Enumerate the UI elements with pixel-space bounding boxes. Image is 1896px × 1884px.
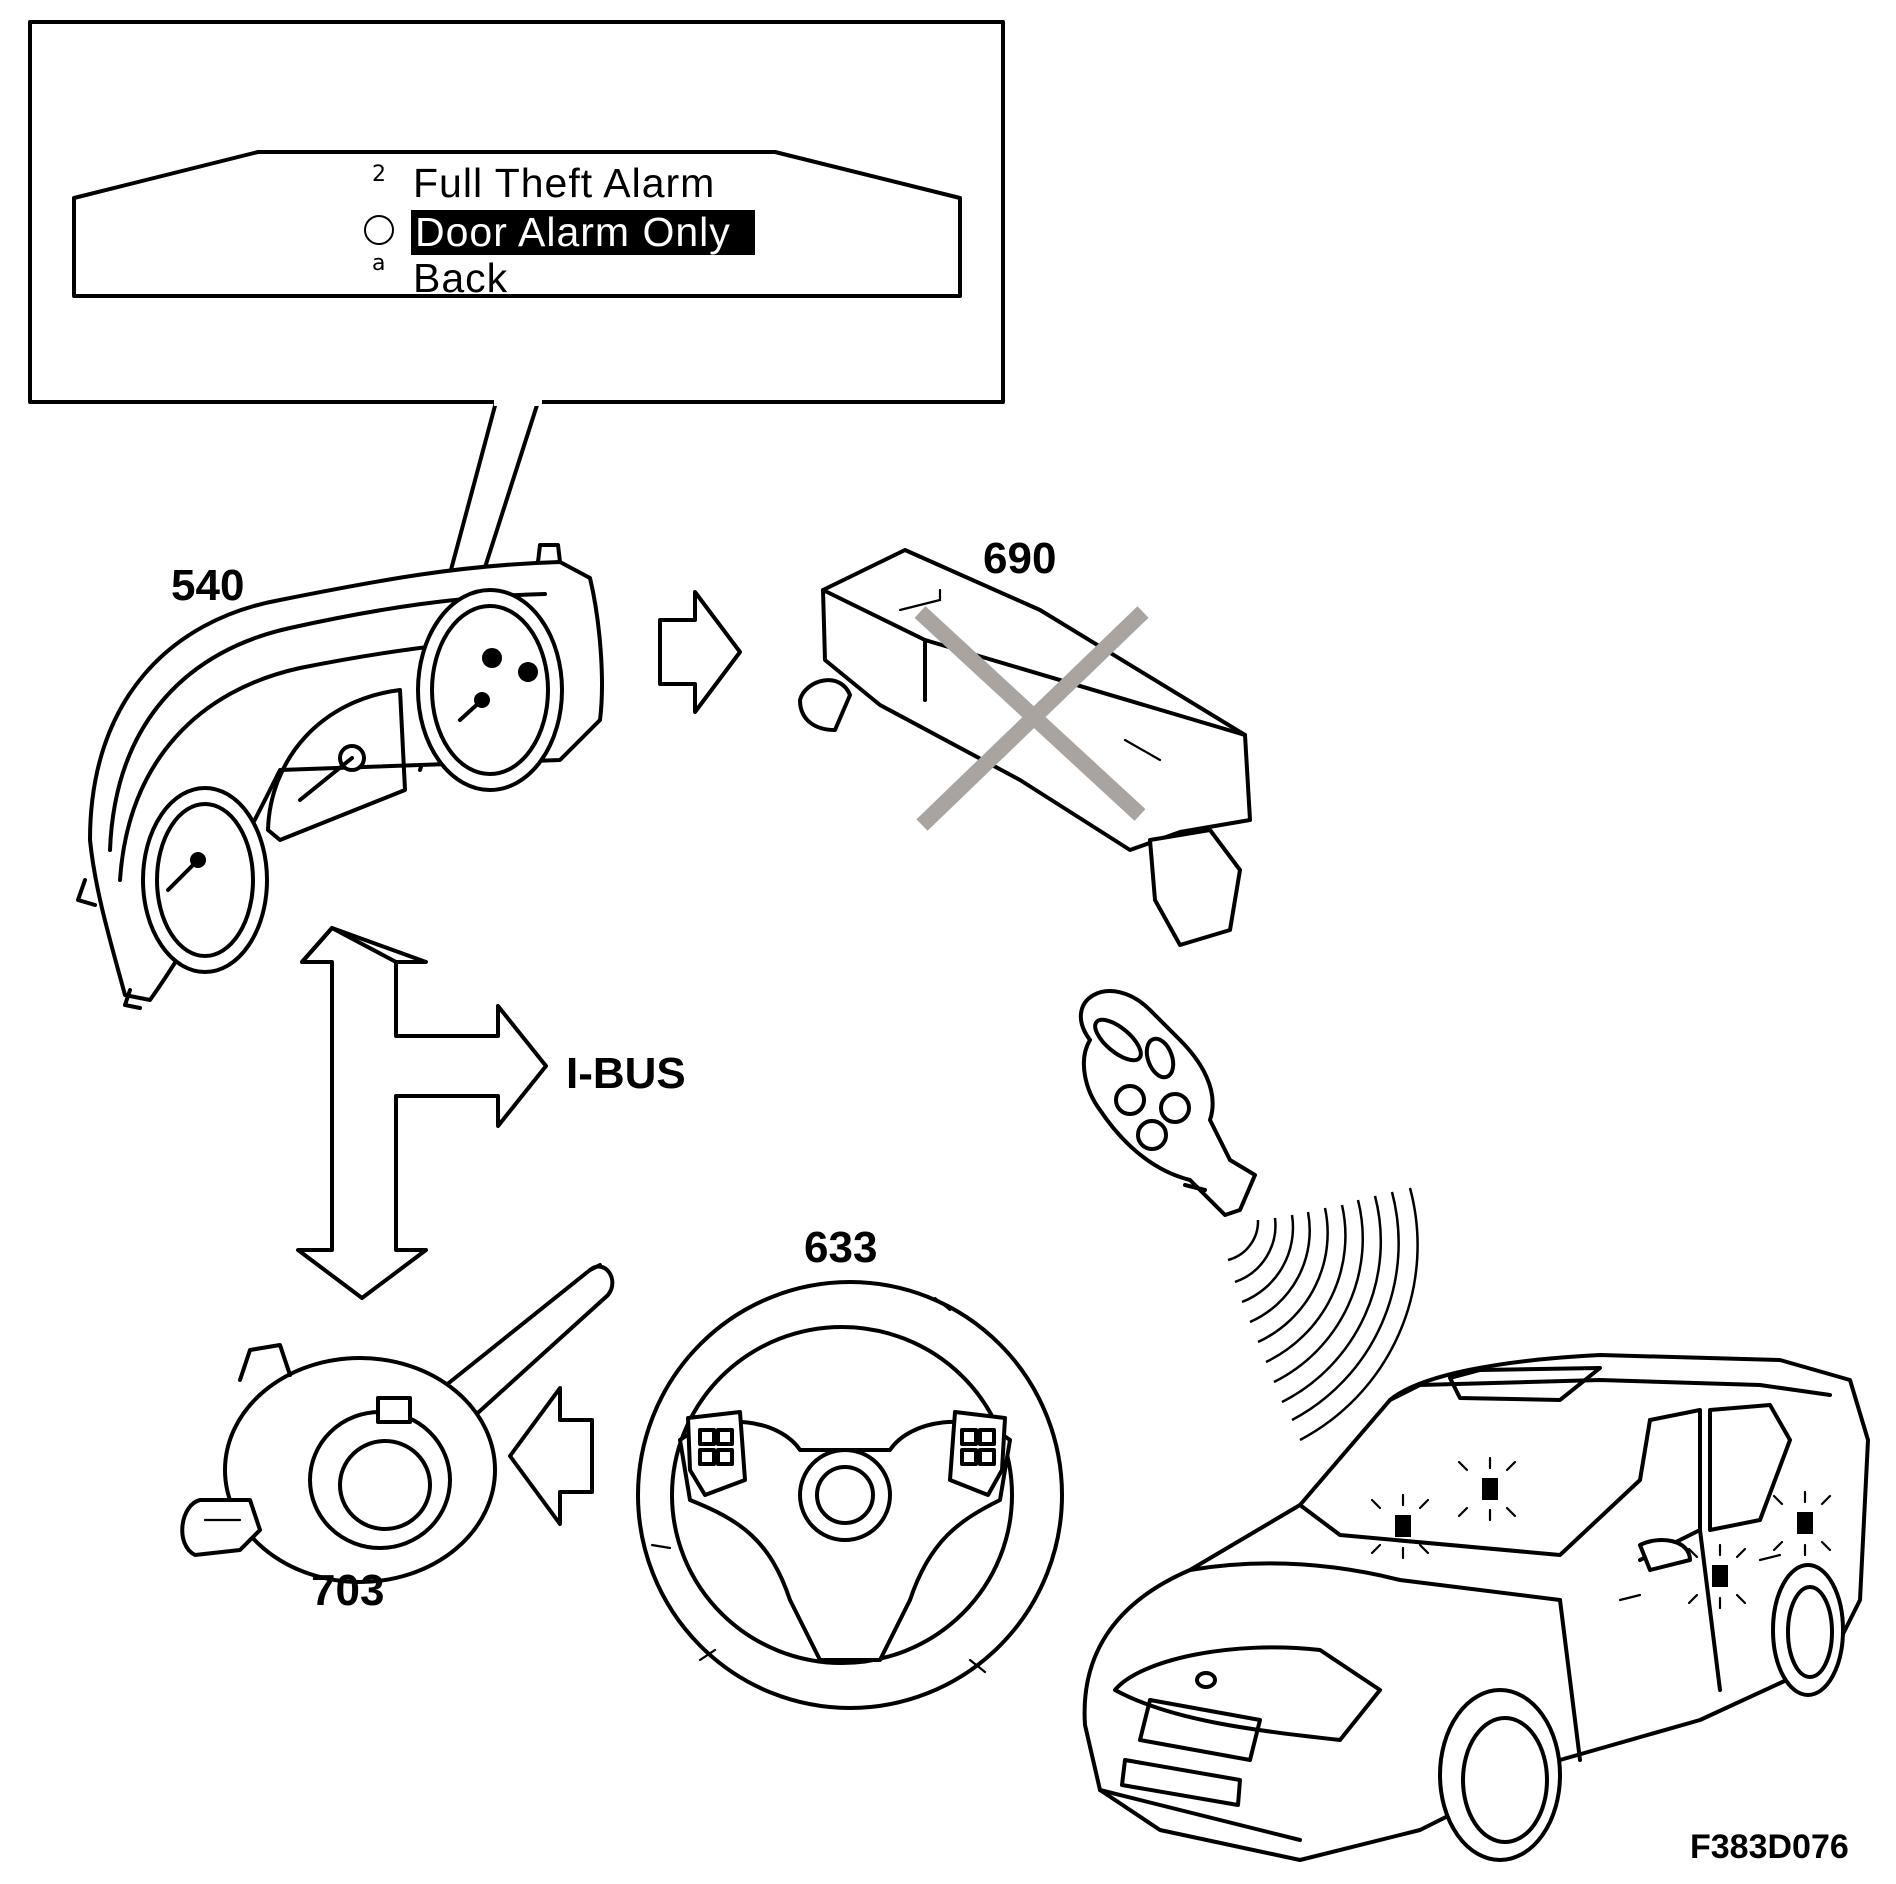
figure-id: F383D076	[1690, 1828, 1849, 1866]
radio-signal-icon	[1227, 1187, 1419, 1442]
menu-symbol-1: 2	[372, 162, 386, 187]
label-703: 703	[311, 1566, 384, 1615]
arrow-left-to-703	[508, 1386, 594, 1526]
display-callout: 2 Full Theft Alarm Door Alarm Only a Bac…	[28, 20, 1005, 772]
menu-item-full-theft-alarm: Full Theft Alarm	[413, 160, 715, 206]
label-540: 540	[171, 561, 244, 610]
label-633: 633	[804, 1223, 877, 1272]
label-690: 690	[983, 534, 1056, 583]
door-lock-indicator-icon	[1370, 1456, 1832, 1610]
menu-item-back: Back	[413, 255, 508, 301]
alarm-module-690	[798, 548, 1252, 947]
car	[1082, 1353, 1870, 1862]
key-fob	[1078, 989, 1257, 1217]
instrument-cluster-540	[76, 543, 604, 1010]
menu-symbol-3: a	[372, 251, 385, 276]
radio-selected-icon	[364, 215, 394, 245]
arrow-right-to-690	[658, 590, 742, 714]
ibus-arrow-icon	[296, 926, 548, 1300]
menu-highlight	[411, 210, 755, 255]
menu-item-door-alarm-only: Door Alarm Only	[415, 209, 731, 255]
steering-switch-703	[180, 1263, 615, 1584]
ibus-label: I-BUS	[566, 1049, 686, 1098]
disabled-cross-icon	[914, 606, 1149, 831]
steering-wheel-633	[636, 1280, 1064, 1710]
